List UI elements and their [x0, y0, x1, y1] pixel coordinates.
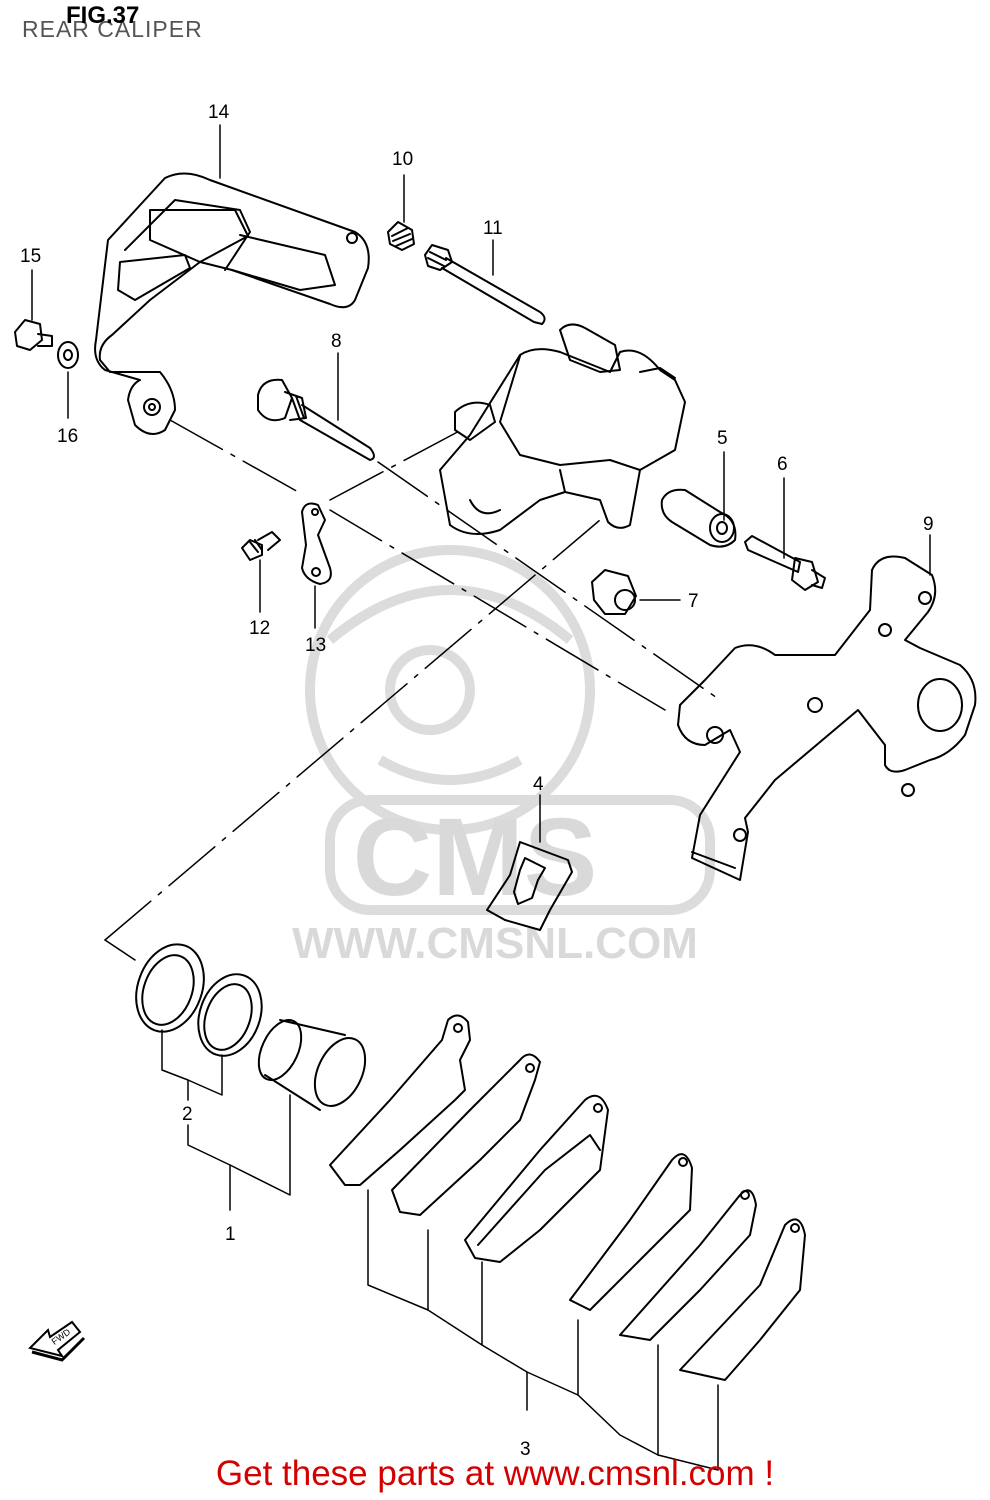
callout-numbers: 1 2 3 4 5 6 7 8 9 10 11 12 13 14 15 16 [20, 102, 934, 1460]
watermark-logo [305, 545, 715, 915]
callout-16: 16 [57, 426, 78, 447]
callout-1: 1 [225, 1224, 236, 1245]
part-10-plug [387, 221, 415, 251]
caliper-body [439, 323, 686, 535]
callout-9: 9 [923, 514, 934, 535]
part-1-piston [257, 1019, 367, 1111]
callout-7: 7 [688, 591, 699, 612]
callout-8: 8 [331, 331, 342, 352]
leader-lines [31, 124, 931, 1471]
footer-link-text[interactable]: Get these parts at www.cmsnl.com ! [215, 1454, 775, 1493]
callout-11: 11 [483, 218, 503, 239]
assembly-lines [104, 419, 721, 961]
fwd-arrow-icon: FWD [28, 1320, 86, 1362]
part-13-clip [301, 502, 332, 585]
part-12-bleeder [241, 531, 281, 561]
callout-6: 6 [777, 454, 788, 475]
callout-2: 2 [182, 1104, 193, 1125]
callout-4: 4 [533, 774, 544, 795]
part-2-seals [135, 943, 263, 1057]
callout-10: 10 [392, 149, 413, 170]
part-7-boot [591, 569, 637, 615]
part-4-shim [486, 841, 573, 931]
callout-3: 3 [520, 1439, 531, 1460]
callout-12: 12 [249, 618, 270, 639]
diagram-subtitle: REAR CALIPER [22, 16, 203, 42]
part-14-caliper-guard [94, 172, 370, 435]
part-11-pin [424, 244, 546, 325]
part-5-bushing [660, 488, 737, 548]
diagram-title: FIG.37 [66, 2, 140, 29]
callout-15: 15 [20, 246, 41, 267]
part-16-washer [57, 341, 79, 369]
callout-5: 5 [717, 428, 728, 449]
callout-14: 14 [208, 102, 230, 123]
part-9-caliper-bracket [677, 555, 977, 881]
part-8-bolt [257, 378, 375, 461]
watermark-url-text: WWW.CMSNL.COM [292, 919, 698, 968]
part-6-bolt [744, 535, 826, 591]
callout-13: 13 [305, 635, 326, 656]
part-3-pads-set [329, 1014, 806, 1381]
part-15-bolt [14, 319, 53, 351]
